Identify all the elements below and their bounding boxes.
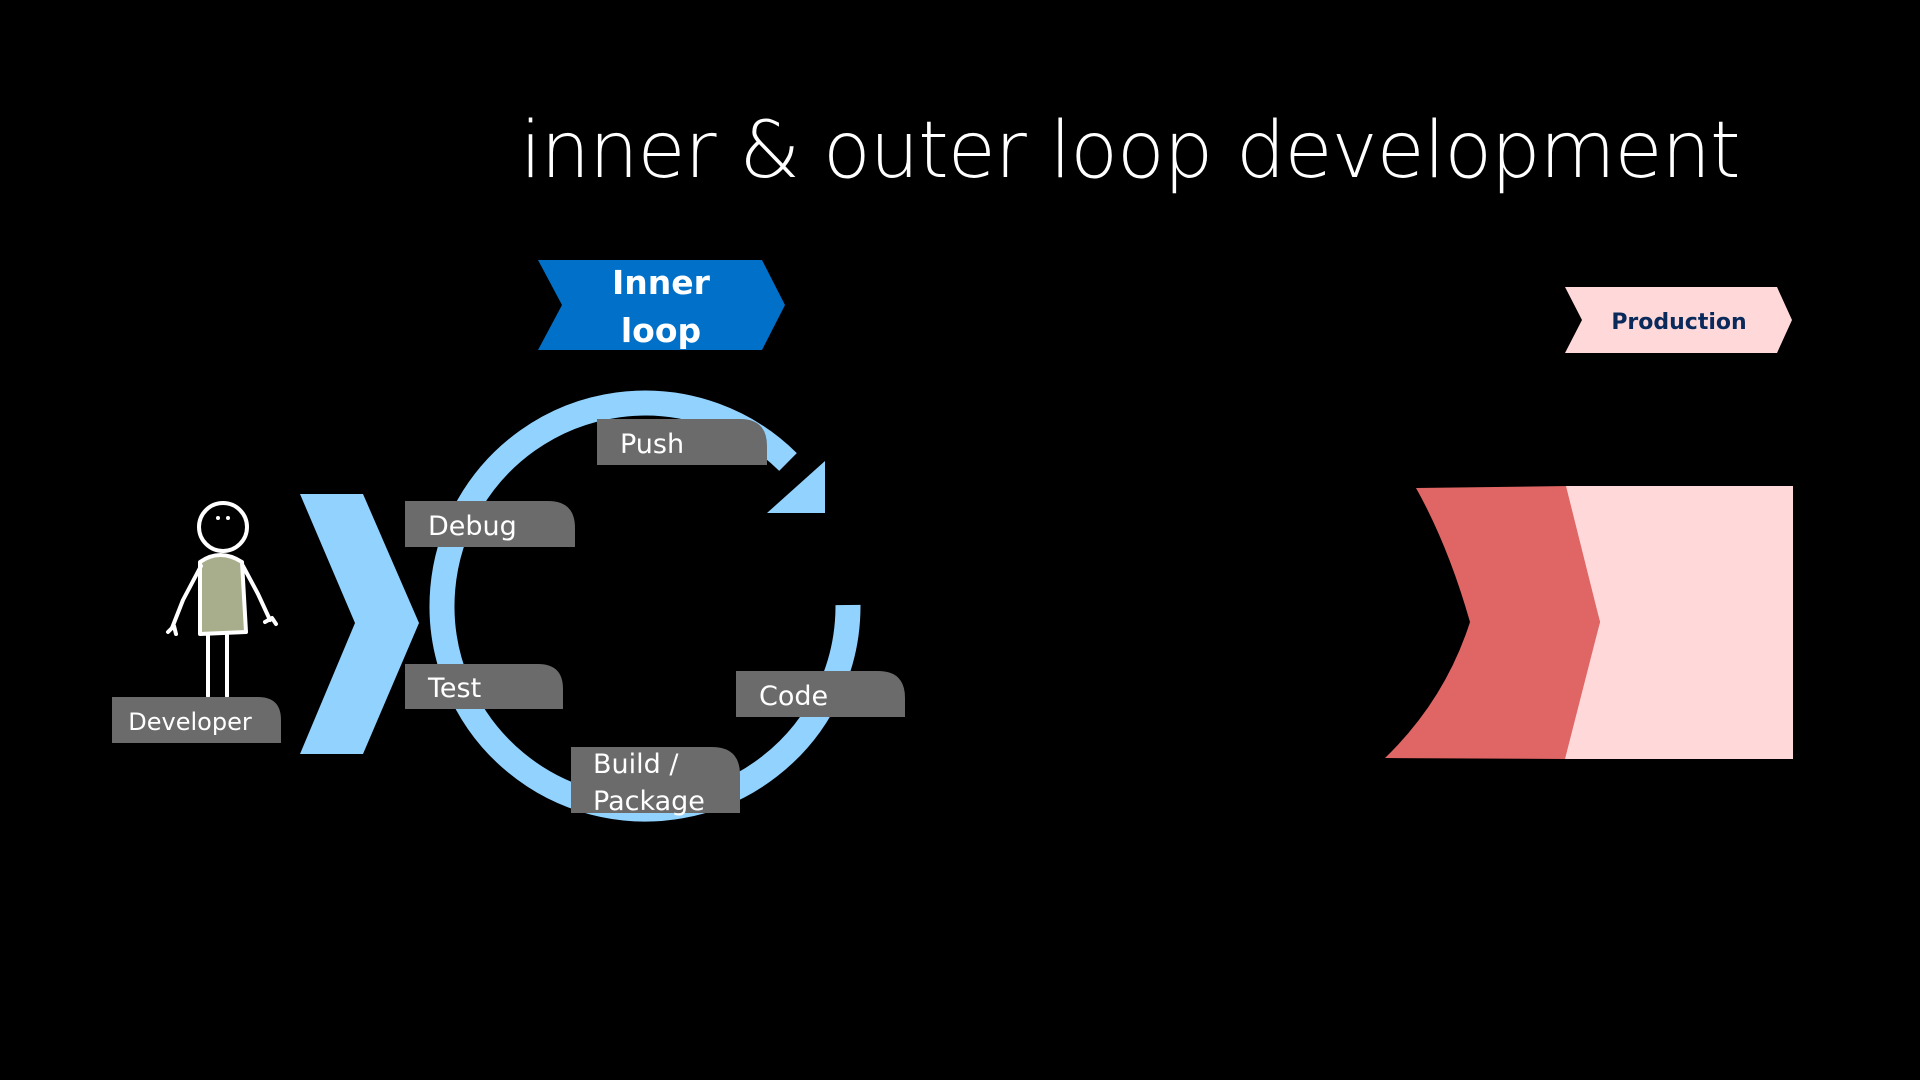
developer-icon: [166, 501, 278, 698]
production-label: Production: [1611, 310, 1746, 335]
step-test-label: Test: [427, 673, 481, 704]
developer-label-text: Developer: [128, 708, 252, 736]
step-debug-label: Debug: [428, 511, 517, 542]
inner-loop-banner: Inner loop: [538, 260, 785, 350]
step-build-label-line2: Package: [593, 786, 705, 817]
slide-title: inner & outer loop development: [520, 106, 1741, 196]
inner-loop-label-line2: loop: [621, 311, 701, 350]
production-block: [1565, 486, 1793, 759]
production-banner: Production: [1565, 287, 1792, 353]
outer-loop-chevron: [1385, 486, 1600, 759]
production-banner-shape: [1565, 287, 1792, 353]
inner-loop-label-line1: Inner: [612, 263, 711, 302]
step-push-label: Push: [620, 429, 684, 460]
developer-label: Developer: [112, 697, 281, 743]
cycle-arrowhead: [767, 461, 825, 513]
entry-chevron: [300, 494, 419, 754]
step-push: Push: [597, 419, 767, 465]
inner-loop-banner-shape: [538, 260, 785, 350]
step-code-label: Code: [759, 681, 828, 712]
step-debug: Debug: [405, 501, 575, 547]
step-build-label-line1: Build /: [593, 749, 679, 780]
step-build-package: Build / Package: [571, 747, 740, 817]
step-test: Test: [405, 664, 563, 709]
step-code: Code: [736, 671, 905, 717]
